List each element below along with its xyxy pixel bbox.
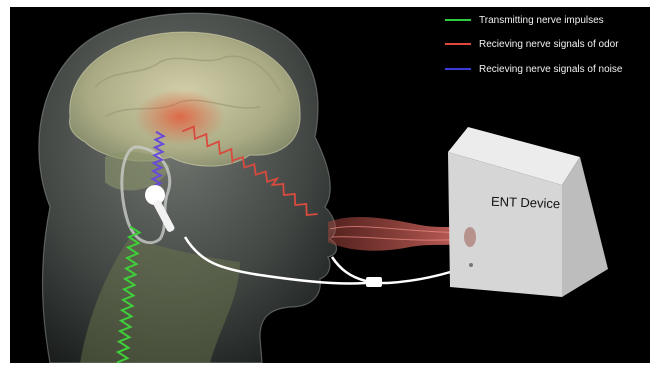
device-sensor-port <box>464 227 476 247</box>
anatomy-illustration <box>10 7 650 363</box>
legend-item-noise: Recieving nerve signals of noise <box>445 62 622 76</box>
device-cable-port <box>469 263 473 267</box>
device-label: ENT Device <box>491 194 561 211</box>
diagram-canvas: ENT Device Transmitting nerve impulses R… <box>10 7 650 363</box>
legend-swatch <box>445 68 471 70</box>
olfactory-glow <box>135 89 225 145</box>
legend-swatch <box>445 43 471 45</box>
legend-item-odor: Recieving nerve signals of odor <box>445 37 619 51</box>
legend-label: Recieving nerve signals of noise <box>479 64 622 75</box>
legend-label: Recieving nerve signals of odor <box>479 39 619 50</box>
legend-item-impulses: Transmitting nerve impulses <box>445 13 604 27</box>
legend-swatch <box>445 19 471 21</box>
device-side-face <box>562 157 608 297</box>
cable-connector <box>366 277 382 287</box>
legend-label: Transmitting nerve impulses <box>479 15 604 26</box>
